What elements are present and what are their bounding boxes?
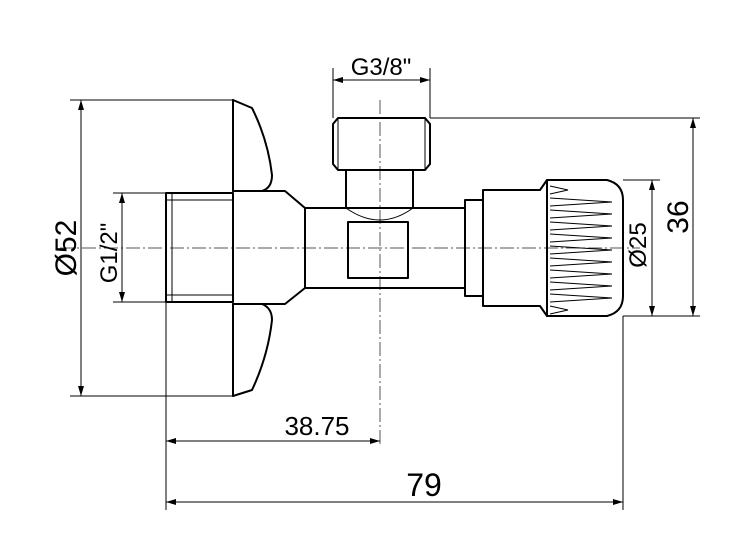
knob-ribs [549,185,613,315]
overall-length-label: 79 [406,467,442,503]
handle-diameter-label: Ø25 [625,222,652,267]
inlet-thread [165,192,234,303]
center-offset-label: 38.75 [284,411,349,441]
top-thread-label: G3/8" [351,54,412,81]
handle-knob [464,179,624,317]
dim-overall-height: 36 [430,117,700,317]
dim-handle-diameter: Ø25 [623,179,660,317]
wall-rosette [232,99,273,397]
inlet-thread-label: G1/2" [96,223,123,284]
outer-diameter-label: Ø52 [50,220,83,277]
dim-outer-diameter: Ø52 [50,99,233,397]
dim-overall-length: 79 [166,316,624,510]
overall-height-label: 36 [662,200,695,233]
valve-body [232,190,466,305]
dim-center-offset: 38.75 [165,302,380,510]
dim-inlet-thread: G1/2" [96,192,166,303]
dim-top-thread: G3/8" [332,54,431,118]
top-outlet [332,117,431,221]
